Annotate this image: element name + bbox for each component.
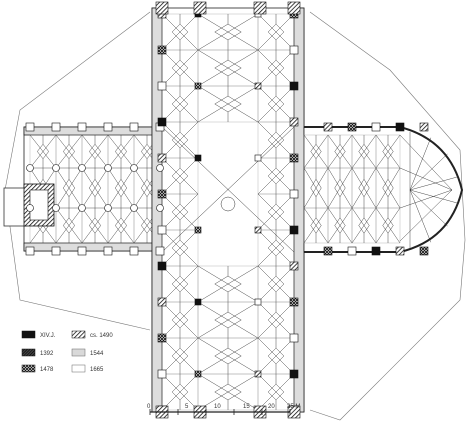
nave-vaults <box>29 134 161 244</box>
scale-tick-15: 15 <box>243 404 250 410</box>
legend-label-1490: cs. 1490 <box>90 333 113 339</box>
transept <box>151 7 305 413</box>
crossing <box>161 126 295 253</box>
transept-vaults <box>161 13 295 411</box>
legend: XIV.J. 1392 1478 cs. 1490 1544 1665 <box>21 330 113 373</box>
legend-swatch-1478 <box>21 364 36 373</box>
scale-tick-5: 5 <box>185 404 189 410</box>
legend-swatch-1544 <box>71 348 86 357</box>
legend-swatch-xivj <box>21 330 36 339</box>
choir-vaults <box>303 132 457 248</box>
legend-label-1392: 1392 <box>40 351 54 357</box>
scale-bar: 0 5 10 15 20 25 M <box>147 404 300 415</box>
scale-tick-10: 10 <box>214 404 221 410</box>
scale-tick-25: 25 M <box>287 404 300 410</box>
west-front <box>3 183 55 227</box>
legend-swatch-1665 <box>71 364 86 373</box>
scale-tick-20: 20 <box>268 404 275 410</box>
legend-label-1665: 1665 <box>90 367 104 373</box>
legend-label-1478: 1478 <box>40 367 54 373</box>
legend-label-xivj: XIV.J. <box>40 333 56 339</box>
legend-swatch-1490 <box>71 330 86 339</box>
scale-tick-0: 0 <box>147 404 151 410</box>
choir <box>303 126 464 253</box>
legend-label-1544: 1544 <box>90 351 104 357</box>
legend-swatch-1392 <box>21 348 36 357</box>
